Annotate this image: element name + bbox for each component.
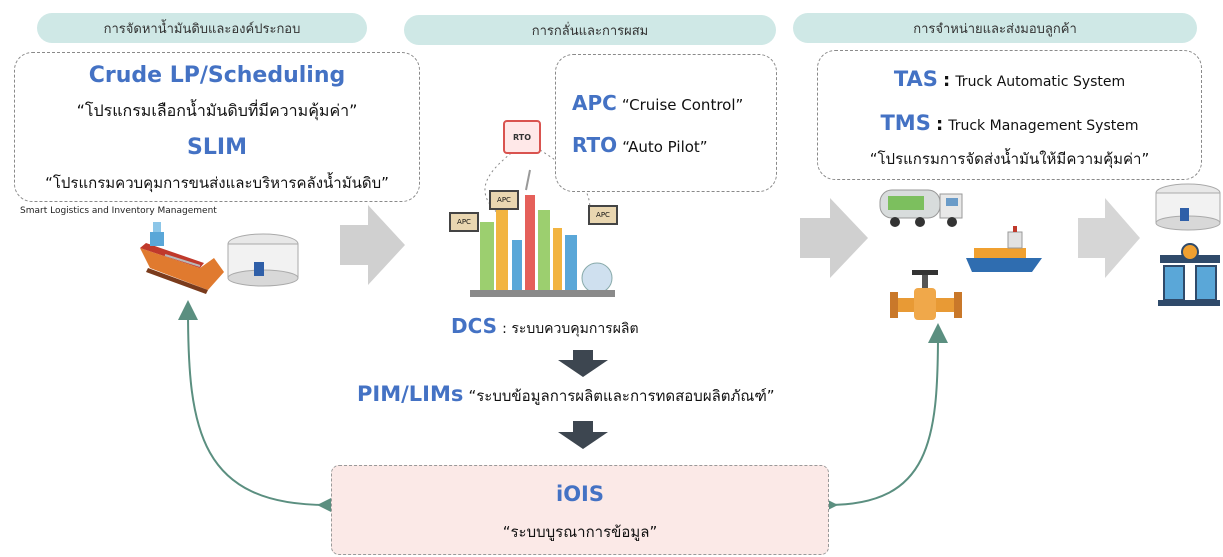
flow-arrow-2 (800, 198, 868, 278)
tms-line: TMS : Truck Management System (880, 111, 1139, 135)
apc-chip-icon: APC (588, 205, 618, 225)
slim-desc: “โปรแกรมควบคุมการขนส่งและบริหารคลังน้ำมั… (45, 174, 389, 192)
header-refining: การกลั่นและการผสม (404, 15, 776, 45)
supply-box: Crude LP/Scheduling “โปรแกรมเลือกน้ำมันด… (14, 52, 420, 202)
rto-line: RTO “Auto Pilot” (572, 133, 708, 157)
distribution-box: TAS : Truck Automatic System TMS : Truck… (817, 50, 1202, 180)
slim-fullname: Smart Logistics and Inventory Management (20, 206, 217, 216)
apc-chip-icon: APC (449, 212, 479, 232)
header-distribution: การจำหน่ายและส่งมอบลูกค้า (793, 13, 1197, 43)
tas-line: TAS : Truck Automatic System (893, 67, 1126, 91)
down-arrow-2 (558, 421, 608, 449)
flow-arrow-3 (1078, 198, 1140, 278)
connector-right (817, 323, 948, 516)
distribution-desc: “โปรแกรมการจัดส่งน้ำมันให้มีความคุ้มค่า” (869, 150, 1150, 168)
flow-arrow-1 (340, 205, 405, 285)
down-arrow-1 (558, 350, 608, 377)
rto-chip-icon: RTO (503, 120, 541, 154)
header-supply: การจัดหาน้ำมันดิบและองค์ประกอบ (37, 13, 367, 43)
slim-title: SLIM (187, 135, 247, 160)
crude-lp-desc: “โปรแกรมเลือกน้ำมันดิบที่มีความคุ้มค่า” (76, 101, 358, 120)
iois-desc: “ระบบบูรณาการข้อมูล” (502, 523, 658, 541)
connector-left (178, 300, 338, 516)
iois-title: iOIS (556, 482, 604, 506)
iois-box: iOIS “ระบบบูรณาการข้อมูล” (331, 465, 829, 555)
pim-lims-line: PIM/LIMs “ระบบข้อมูลการผลิตและการทดสอบผล… (357, 382, 775, 406)
crude-lp-title: Crude LP/Scheduling (88, 63, 346, 88)
refining-box: APC “Cruise Control” RTO “Auto Pilot” (555, 54, 777, 192)
apc-chip-icon: APC (489, 190, 519, 210)
dcs-line: DCS : ระบบควบคุมการผลิต (451, 314, 639, 338)
apc-line: APC “Cruise Control” (572, 91, 744, 115)
